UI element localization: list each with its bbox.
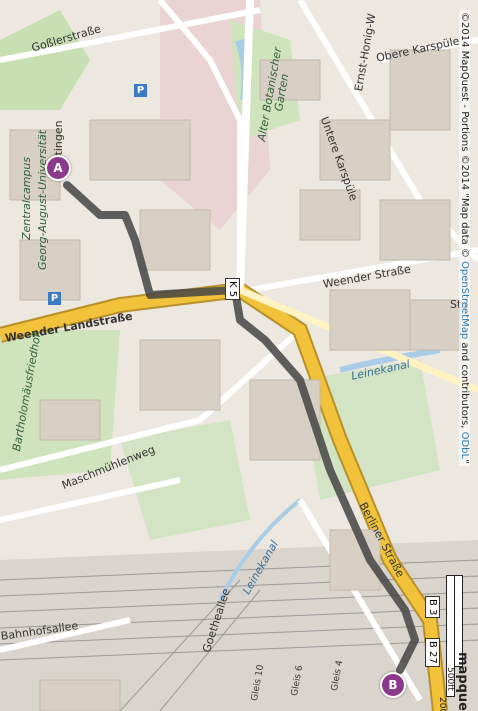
osm-link[interactable]: OpenStreetMap (459, 261, 470, 340)
road-shield-k5: K 5 (225, 278, 240, 301)
map-attribution: ©2014 MapQuest - Portions ©2014 "Map dat… (459, 10, 470, 466)
leinekanal-water (218, 498, 302, 601)
road-k5 (236, 0, 254, 291)
scale-label-meters: 200m (437, 697, 447, 711)
road-shield-b3: B 3 (425, 596, 440, 619)
park-area (0, 10, 90, 110)
buildings (9, 49, 461, 711)
attribution-prefix: ©2014 MapQuest - Portions ©2014 "Map dat… (459, 12, 470, 262)
parking-icon: P (134, 84, 147, 97)
attribution-end: " (459, 459, 470, 464)
park-area (300, 360, 440, 500)
odbl-link[interactable]: ODbL (459, 431, 470, 460)
route-start-marker[interactable]: A (45, 155, 71, 181)
parking-icon: P (48, 292, 61, 305)
scale-bar: 500ft 200m (437, 575, 463, 711)
leinekanal-water (339, 347, 441, 373)
mapquest-logo: mapquest (455, 652, 470, 711)
attribution-suffix: and contributors, (459, 339, 470, 432)
scale-label-feet: 500ft (445, 667, 455, 691)
poi-label-zentralcampus: Zentralcampus (20, 156, 33, 240)
route-line (63, 181, 419, 674)
poi-label-university: Georg-August-Universität (36, 130, 49, 270)
road-shield-b27: B 27 (425, 638, 440, 667)
park-area (120, 420, 250, 540)
route-end-marker[interactable]: B (380, 672, 406, 698)
